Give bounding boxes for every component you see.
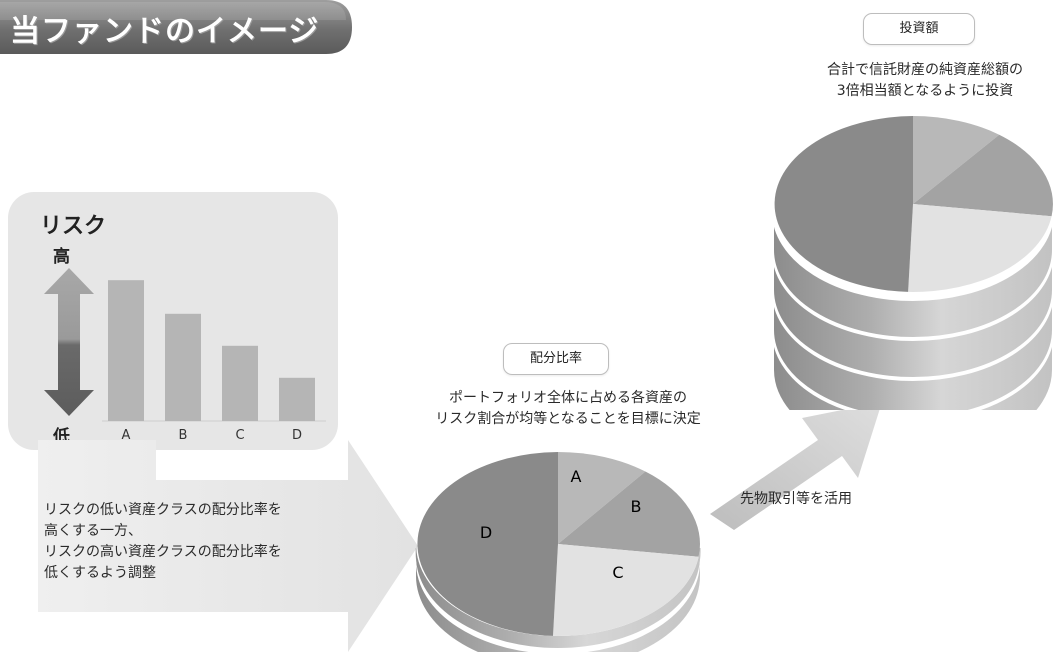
adjustment-note-line: 低くするよう調整 [44, 565, 156, 581]
adjustment-note: リスクの低い資産クラスの配分比率を 高くする一方、 リスクの高い資産クラスの配分… [44, 500, 282, 584]
risk-scale-arrow-icon [44, 268, 94, 416]
futures-label: 先物取引等を活用 [740, 491, 852, 507]
allocation-segment-a [558, 452, 646, 544]
risk-bar-category-label: B [178, 428, 188, 443]
risk-bar-category-label: D [291, 428, 302, 443]
investment-stack-layer [772, 291, 1054, 410]
investment-stacked-pie [772, 116, 1054, 410]
adjustment-arrow-shape [38, 440, 418, 652]
investment-stack-layer [772, 331, 1054, 410]
investment-amount-label: 投資額 [863, 13, 975, 45]
investment-description-line: 3倍相当額となるように投資 [836, 83, 1014, 99]
investment-description: 合計で信託財産の純資産総額の 3倍相当額となるように投資 [760, 60, 1057, 102]
investment-stack-layer [772, 211, 1054, 339]
allocation-segment-label: B [631, 497, 642, 516]
title-banner [0, 0, 352, 54]
investment-segment-a [913, 116, 1000, 204]
investment-segment-d [774, 116, 913, 292]
risk-bar-chart [102, 280, 326, 422]
investment-segment-b [913, 134, 1053, 217]
investment-segment-c [908, 204, 1052, 292]
risk-high-label: 高 [53, 247, 70, 267]
allocation-description-line: ポートフォリオ全体に占める各資産の [449, 390, 687, 406]
risk-bar-category-label: A [121, 428, 131, 443]
allocation-pie-chart: A B C D [415, 452, 701, 652]
allocation-segment-label: C [612, 563, 623, 582]
risk-bar-b [165, 313, 201, 421]
allocation-segment-label: D [480, 523, 492, 542]
futures-arrow-shape [710, 402, 882, 530]
investment-stack-layer [772, 251, 1054, 379]
allocation-segment-label: A [571, 467, 582, 486]
allocation-description-line: リスク割合が均等となることを目標に決定 [435, 411, 701, 427]
allocation-segment-d [417, 452, 558, 636]
risk-bar-d [279, 377, 315, 421]
risk-label: リスク [40, 214, 107, 239]
page-title: 当ファンドのイメージ [10, 14, 320, 49]
risk-bar-a [108, 280, 144, 421]
risk-bar-c [222, 345, 258, 421]
allocation-segment-b [558, 471, 700, 557]
risk-bar-category-label: C [235, 428, 245, 443]
adjustment-note-line: 高くする一方、 [44, 523, 142, 539]
adjustment-note-line: リスクの高い資産クラスの配分比率を [44, 544, 282, 560]
allocation-description: ポートフォリオ全体に占める各資産の リスク割合が均等となることを目標に決定 [388, 388, 748, 430]
allocation-segment-c [553, 544, 699, 636]
investment-description-line: 合計で信託財産の純資産総額の [827, 62, 1023, 78]
allocation-ratio-label: 配分比率 [503, 343, 609, 375]
adjustment-note-line: リスクの低い資産クラスの配分比率を [44, 502, 282, 518]
